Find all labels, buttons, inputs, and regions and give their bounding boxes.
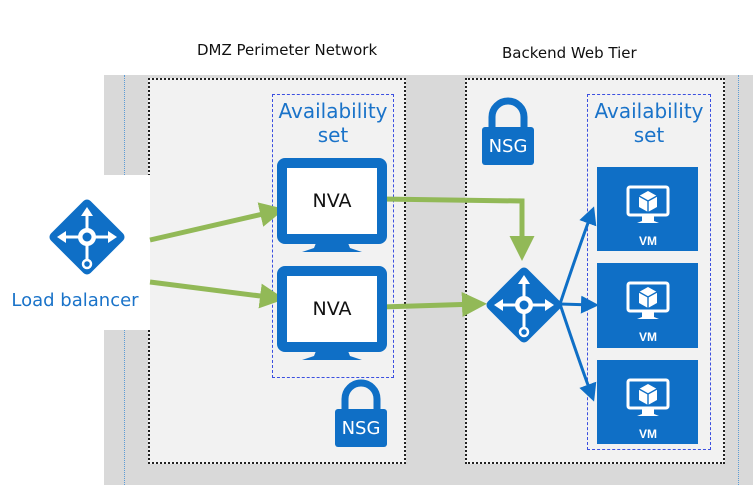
nva-label-1: NVA bbox=[312, 190, 352, 212]
vm-label-1: VM bbox=[639, 234, 657, 248]
availability-set-label-line1: Availability bbox=[594, 99, 704, 123]
arrow-lb-to-nva-1 bbox=[149, 202, 285, 243]
nva-label-2: NVA bbox=[312, 298, 352, 320]
dmz-nsg-label: NSG bbox=[341, 418, 381, 439]
vm-label-2: VM bbox=[639, 330, 657, 344]
backend-load-balancer-icon bbox=[482, 263, 566, 347]
load-balancer-label: Load balancer bbox=[11, 290, 139, 311]
vm-label-3: VM bbox=[639, 427, 657, 441]
availability-set-label-line2: set bbox=[317, 123, 349, 147]
backend-title: Backend Web Tier bbox=[502, 44, 637, 62]
vm-monitor-icon-3 bbox=[626, 378, 670, 418]
arrow-router-to-vm-2 bbox=[559, 295, 599, 314]
arrow-nva1-to-router bbox=[379, 196, 535, 261]
dmz-title: DMZ Perimeter Network bbox=[197, 41, 378, 59]
arrow-nva2-to-router bbox=[379, 291, 487, 317]
arrow-router-to-vm-1 bbox=[558, 206, 597, 305]
vm-monitor-icon-1 bbox=[626, 185, 670, 225]
nva-monitor-icon-1 bbox=[277, 158, 387, 252]
arrow-router-to-vm-3 bbox=[558, 303, 597, 402]
nva-monitor-icon-2 bbox=[277, 266, 387, 360]
backend-nsg-label: NSG bbox=[488, 136, 528, 157]
dmz-availability-set: Availability set bbox=[272, 94, 394, 378]
availability-set-label-line1: Availability bbox=[278, 99, 388, 123]
load-balancer-icon bbox=[45, 195, 129, 279]
availability-set-label-line2: set bbox=[633, 123, 665, 147]
backend-availability-set: Availability set bbox=[587, 94, 711, 450]
boundary-line-right bbox=[738, 75, 739, 485]
vm-monitor-icon-2 bbox=[626, 281, 670, 321]
arrow-lb-to-nva-2 bbox=[149, 279, 285, 309]
